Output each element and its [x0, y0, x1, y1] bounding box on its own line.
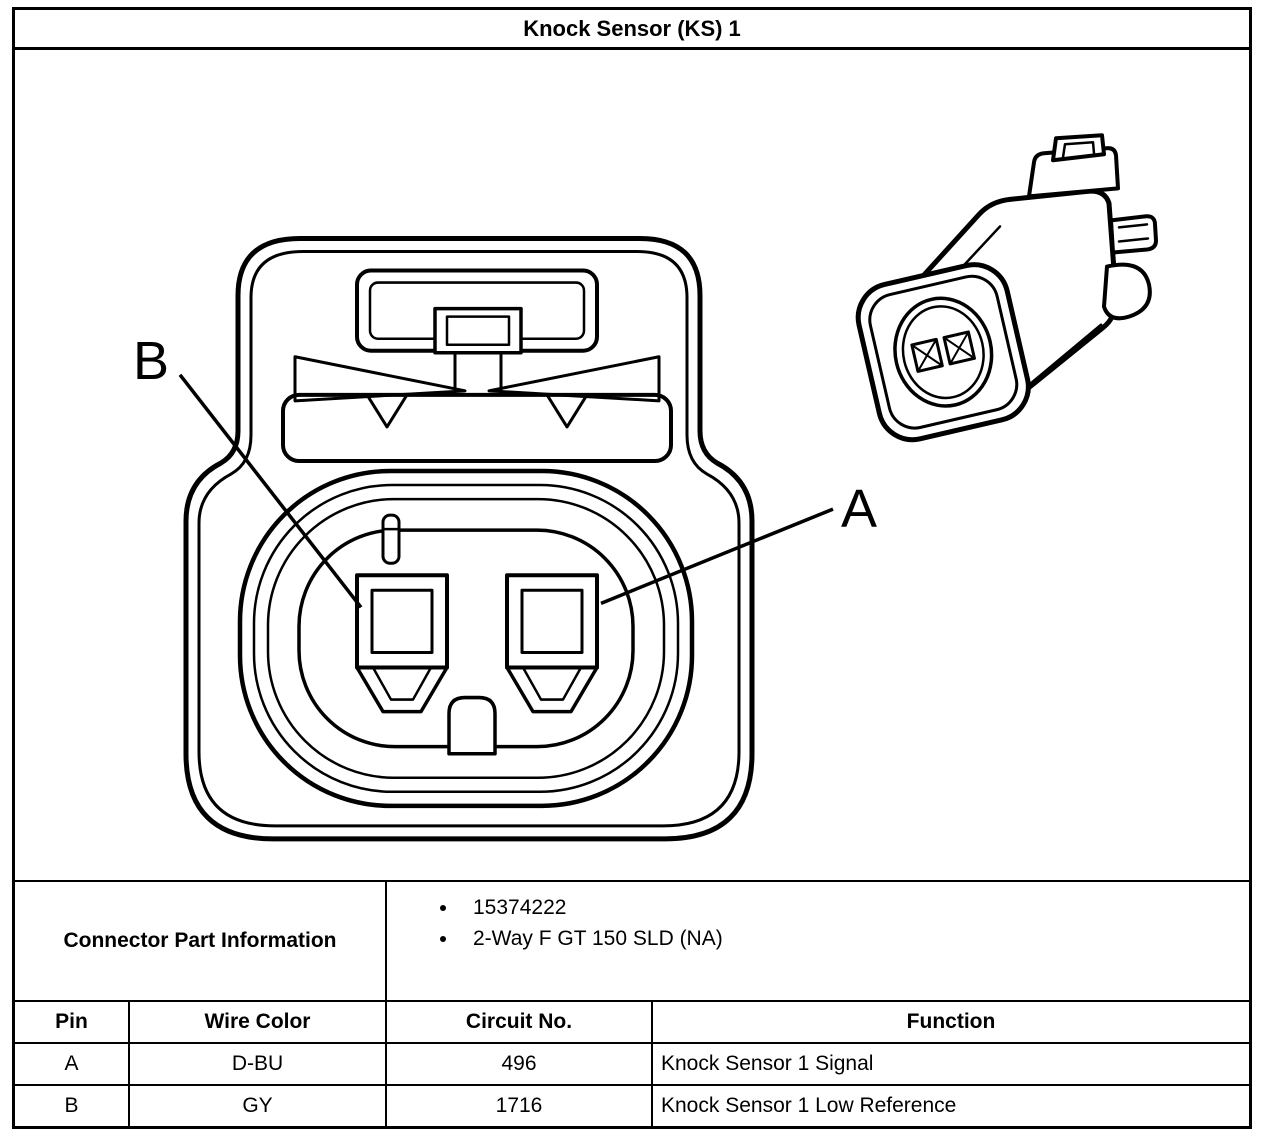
row-a-wire-color: D-BU [130, 1044, 387, 1086]
row-a-function: Knock Sensor 1 Signal [653, 1044, 1249, 1086]
row-b-function: Knock Sensor 1 Low Reference [653, 1086, 1249, 1126]
pin-a-label: A [841, 479, 877, 539]
connector-3d-view [855, 133, 1158, 443]
col-header-circuit-no: Circuit No. [387, 1002, 653, 1044]
pin-a-leader-line [600, 507, 834, 605]
terminal-cavity-b [355, 573, 449, 714]
row-a-pin: A [15, 1044, 130, 1086]
row-b-circuit-no: 1716 [387, 1086, 653, 1126]
page-title: Knock Sensor (KS) 1 [15, 10, 1249, 50]
terminal-cavity-a [505, 573, 599, 714]
part-info-row: Connector Part Information 15374222 2-Wa… [15, 880, 1249, 1002]
mating-face-3d [855, 262, 1031, 443]
pin-b-label: B [133, 331, 169, 391]
part-number-item: 15374222 [459, 896, 1239, 920]
part-info-label: Connector Part Information [15, 882, 387, 1000]
connector-info-sheet: Knock Sensor (KS) 1 [12, 7, 1252, 1129]
pin-table: Pin Wire Color Circuit No. Function A D-… [15, 1002, 1249, 1126]
col-header-pin: Pin [15, 1002, 130, 1044]
col-header-function: Function [653, 1002, 1249, 1044]
part-info-list: 15374222 2-Way F GT 150 SLD (NA) [387, 882, 1249, 1000]
retainer-band [281, 351, 673, 463]
connector-diagram-svg: B A [133, 133, 1158, 842]
latch-tab [355, 268, 599, 355]
pin-b-leader-line [178, 373, 363, 609]
lock-tab-3d [1109, 214, 1158, 255]
row-b-pin: B [15, 1086, 130, 1126]
connector-diagram-area: B A [15, 50, 1249, 880]
wire-boot-3d [1102, 262, 1152, 321]
connector-type-item: 2-Way F GT 150 SLD (NA) [459, 927, 1239, 951]
row-b-wire-color: GY [130, 1086, 387, 1126]
connector-front-view [183, 235, 755, 842]
index-pin [381, 513, 401, 565]
seal-rings [237, 468, 695, 809]
latch-block-3d [1051, 133, 1106, 163]
keyway [447, 695, 497, 756]
col-header-wire-color: Wire Color [130, 1002, 387, 1044]
row-a-circuit-no: 496 [387, 1044, 653, 1086]
